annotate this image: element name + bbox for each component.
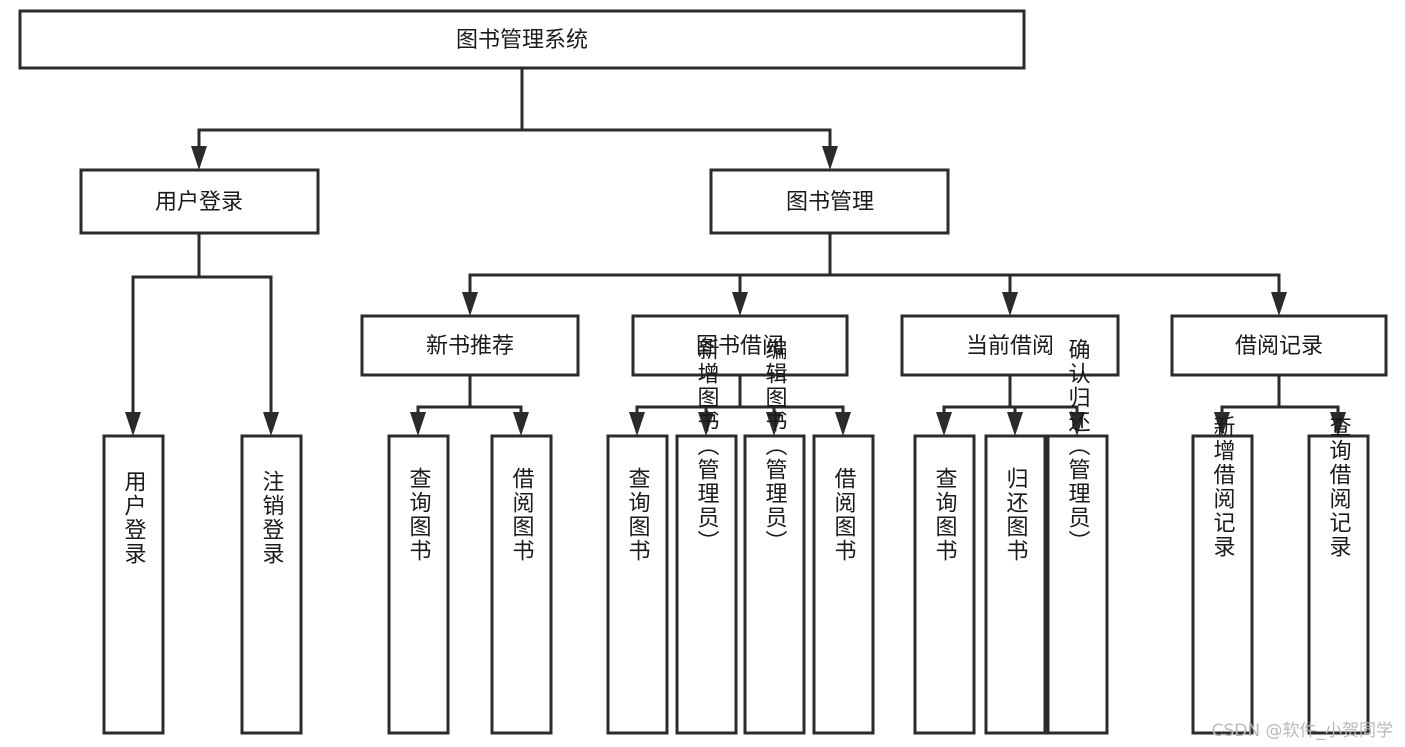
node-leaf-current-borrow-3-box[interactable]: [1046, 434, 1109, 735]
node-leaf-current-borrow-2-box[interactable]: [984, 434, 1047, 735]
arrow-user-login-leaf1: [125, 412, 141, 436]
node-leaf-book-borrow-2-box[interactable]: [675, 434, 738, 735]
node-leaf-book-borrow-1-box[interactable]: [606, 434, 669, 735]
node-leaf-current-borrow-2-label: 归还图书: [1003, 467, 1029, 563]
node-leaf-new-book-1-box[interactable]: [387, 434, 450, 735]
node-root-label: 图书管理系统: [456, 28, 588, 53]
node-book-manage-label: 图书管理: [786, 190, 874, 215]
node-user-login[interactable]: 用户登录: [79, 168, 320, 235]
node-new-book-recommend-box[interactable]: [360, 314, 580, 377]
node-root-box[interactable]: [18, 9, 1026, 70]
node-book-borrow[interactable]: 图书借阅: [631, 314, 849, 377]
node-leaf-user-login-2-box[interactable]: [240, 434, 303, 735]
node-leaf-current-borrow-3[interactable]: 确认归还（管理员）: [1046, 338, 1109, 735]
edge-group-book-manage-to-level3: [462, 231, 1287, 316]
node-leaf-borrow-record-1-box[interactable]: [1191, 434, 1254, 735]
edge-group-book-borrow-to-leaves: [629, 373, 851, 436]
node-leaf-current-borrow-2[interactable]: 归还图书: [984, 434, 1047, 735]
node-leaf-book-borrow-4[interactable]: 借阅图书: [812, 434, 875, 735]
arrow-current-borrow-leaf1: [936, 412, 952, 436]
arrow-new-book-leaf1: [410, 412, 426, 436]
node-leaf-book-borrow-3-box[interactable]: [743, 434, 806, 735]
arrow-current-borrow-leaf2: [1007, 412, 1023, 436]
node-user-login-label: 用户登录: [155, 190, 243, 215]
node-leaf-book-borrow-2[interactable]: 新增图书（管理员）: [675, 338, 738, 735]
edge-group-user-login-to-leaves: [125, 231, 279, 436]
node-leaf-current-borrow-1[interactable]: 查询图书: [913, 434, 976, 735]
arrow-book-borrow-leaf2: [698, 412, 714, 436]
edge-group-root-to-level2: [191, 66, 838, 170]
node-book-borrow-box[interactable]: [631, 314, 849, 377]
node-borrow-record-box[interactable]: [1170, 314, 1388, 377]
arrow-to-new-book: [462, 292, 478, 316]
arrow-to-book-borrow: [732, 292, 748, 316]
node-leaf-new-book-2-box[interactable]: [490, 434, 553, 735]
node-leaf-user-login-1[interactable]: 用户登录: [102, 434, 165, 735]
arrow-book-borrow-leaf3: [766, 412, 782, 436]
node-leaf-new-book-1[interactable]: 查询图书: [387, 434, 450, 735]
arrow-borrow-record-leaf1: [1214, 412, 1230, 436]
node-leaf-book-borrow-1-label: 查询图书: [625, 467, 651, 563]
node-leaf-book-borrow-1[interactable]: 查询图书: [606, 434, 669, 735]
node-leaf-borrow-record-1-label: 新增借阅记录: [1210, 415, 1236, 559]
node-new-book-recommend-label: 新书推荐: [426, 334, 514, 359]
node-borrow-record-label: 借阅记录: [1235, 334, 1323, 359]
node-book-manage[interactable]: 图书管理: [709, 168, 950, 235]
arrow-borrow-record-leaf2: [1330, 412, 1346, 436]
node-new-book-recommend[interactable]: 新书推荐: [360, 314, 580, 377]
node-user-login-box[interactable]: [79, 168, 320, 235]
node-current-borrow-label: 当前借阅: [966, 334, 1054, 359]
node-leaf-current-borrow-3-label: 确认归还（管理员）: [1065, 338, 1091, 554]
node-book-borrow-label: 图书借阅: [696, 334, 784, 359]
node-leaf-book-borrow-2-label: 新增图书（管理员）: [694, 338, 720, 554]
node-leaf-new-book-2[interactable]: 借阅图书: [490, 434, 553, 735]
node-current-borrow[interactable]: 当前借阅: [900, 314, 1120, 377]
arrow-new-book-leaf2: [513, 412, 529, 436]
arrow-to-borrow-record: [1271, 292, 1287, 316]
node-root[interactable]: 图书管理系统: [18, 9, 1026, 70]
node-leaf-book-borrow-3-label: 编辑图书（管理员）: [762, 338, 788, 554]
node-book-manage-box[interactable]: [709, 168, 950, 235]
arrow-current-borrow-leaf3: [1069, 412, 1085, 436]
node-leaf-book-borrow-4-box[interactable]: [812, 434, 875, 735]
node-leaf-user-login-1-label: 用户登录: [121, 470, 147, 566]
edge-group-current-borrow-to-leaves: [936, 373, 1085, 436]
node-leaf-new-book-2-label: 借阅图书: [509, 467, 535, 563]
node-leaf-borrow-record-2-label: 查询借阅记录: [1326, 415, 1352, 559]
node-leaf-user-login-1-box[interactable]: [102, 434, 165, 735]
node-leaf-current-borrow-1-label: 查询图书: [932, 467, 958, 563]
node-leaf-new-book-1-label: 查询图书: [406, 467, 432, 563]
node-borrow-record[interactable]: 借阅记录: [1170, 314, 1388, 377]
node-leaf-borrow-record-1[interactable]: 新增借阅记录: [1191, 415, 1254, 735]
node-current-borrow-box[interactable]: [900, 314, 1120, 377]
node-leaf-user-login-2[interactable]: 注销登录: [240, 434, 303, 735]
node-leaf-user-login-2-label: 注销登录: [259, 470, 285, 566]
node-leaf-book-borrow-4-label: 借阅图书: [831, 467, 857, 563]
node-leaf-current-borrow-1-box[interactable]: [913, 434, 976, 735]
arrow-book-borrow-leaf4: [835, 412, 851, 436]
arrow-to-current-borrow: [1002, 292, 1018, 316]
arrow-to-user-login: [191, 146, 207, 170]
node-leaf-borrow-record-2-box[interactable]: [1307, 434, 1370, 735]
edge-group-borrow-record-to-leaves: [1214, 373, 1346, 436]
arrow-user-login-leaf2: [263, 412, 279, 436]
arrow-to-book-manage: [822, 146, 838, 170]
node-leaf-borrow-record-2[interactable]: 查询借阅记录: [1307, 415, 1370, 735]
edge-group-new-book-to-leaves: [410, 373, 529, 436]
node-leaf-book-borrow-3[interactable]: 编辑图书（管理员）: [743, 338, 806, 735]
arrow-book-borrow-leaf1: [629, 412, 645, 436]
